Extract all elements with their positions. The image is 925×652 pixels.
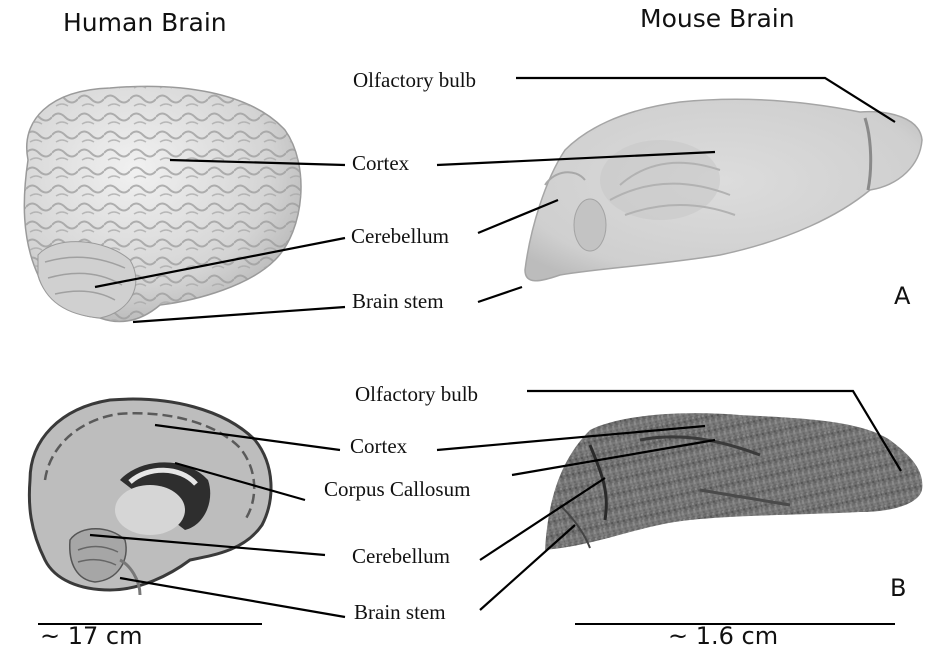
leader-brainstem-a-mouse xyxy=(478,287,522,302)
human-brain-3d xyxy=(24,86,301,321)
human-brain-mri xyxy=(29,399,271,595)
mouse-brain-3d xyxy=(525,99,922,281)
panel-letter-b: B xyxy=(890,574,906,602)
label-brain-stem-b: Brain stem xyxy=(354,600,446,625)
mouse-brain-section xyxy=(545,413,922,550)
label-cerebellum-a: Cerebellum xyxy=(351,224,449,249)
leader-brainstem-b-mouse xyxy=(480,525,575,610)
leader-brainstem-b-human xyxy=(120,578,345,617)
label-brain-stem-a: Brain stem xyxy=(352,289,444,314)
mouse-brain-header: Mouse Brain xyxy=(640,4,795,33)
label-cerebellum-b: Cerebellum xyxy=(352,544,450,569)
label-olfactory-bulb-a: Olfactory bulb xyxy=(353,68,476,93)
human-brain-header: Human Brain xyxy=(63,8,227,37)
scale-label-human: ~ 17 cm xyxy=(40,622,142,650)
leader-brainstem-a-human xyxy=(133,307,345,322)
label-cortex-a: Cortex xyxy=(352,151,409,176)
scale-label-mouse: ~ 1.6 cm xyxy=(668,622,778,650)
label-corpus-callosum-b: Corpus Callosum xyxy=(324,477,470,502)
label-olfactory-bulb-b: Olfactory bulb xyxy=(355,382,478,407)
label-cortex-b: Cortex xyxy=(350,434,407,459)
panel-letter-a: A xyxy=(894,282,910,310)
